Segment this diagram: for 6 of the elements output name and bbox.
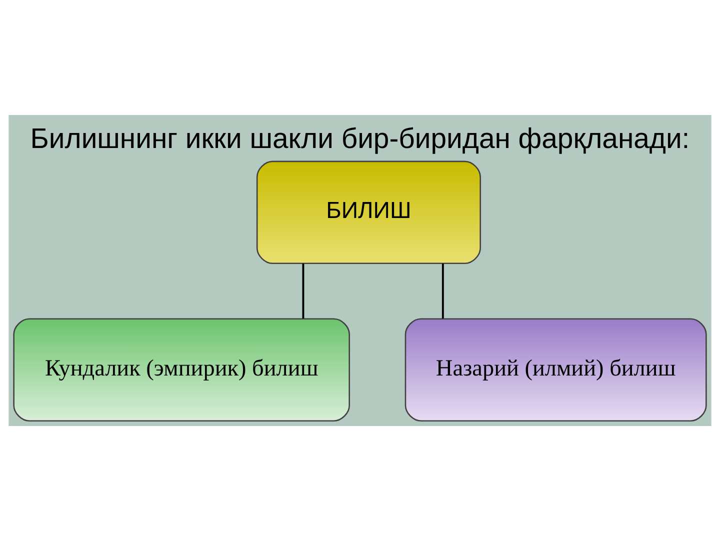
node-box: Назарий (илмий) билиш (404, 318, 707, 421)
node-box: Кундалик (эмпирик) билиш (13, 318, 350, 421)
connector (302, 263, 304, 318)
connector (442, 263, 444, 318)
node-box: БИЛИШ (256, 160, 481, 264)
diagram-title: Билишнинг икки шакли бир-биридан фарқланади: (30, 122, 690, 155)
